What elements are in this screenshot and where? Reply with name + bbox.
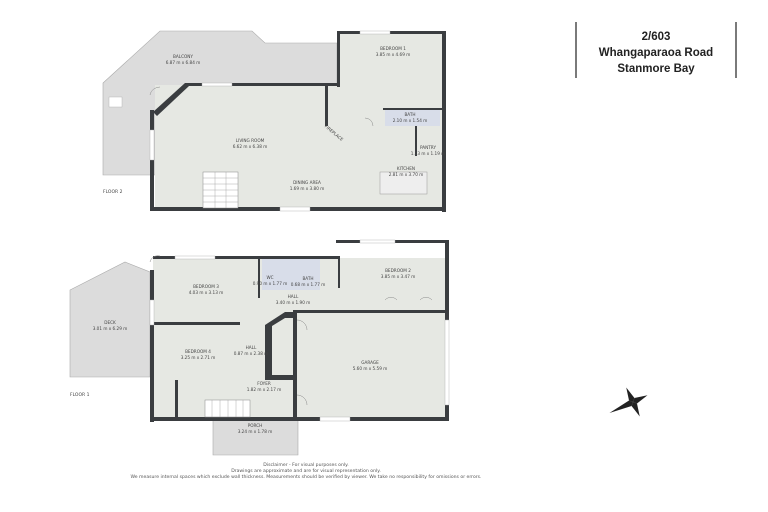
- address-unit: 2/603: [642, 31, 671, 43]
- room-label: HALL: [246, 345, 257, 350]
- balcony-furniture: [108, 96, 123, 108]
- address-title-box: 2/603 Whangaparaoa Road Stanmore Bay: [575, 22, 737, 78]
- room-label: BALCONY: [173, 54, 193, 59]
- room-label: BEDROOM 4: [185, 349, 211, 354]
- room-label: HALL: [288, 294, 299, 299]
- room-label: DINING AREA: [293, 180, 321, 185]
- bath-floor: [385, 110, 440, 126]
- floor-2-label: FLOOR 2: [103, 189, 123, 195]
- room-label: PORCH: [248, 423, 263, 428]
- disclaimer-line: Disclaimer - For visual purposes only.: [263, 462, 348, 468]
- room-dimensions: 3.01 m x 6.29 m: [93, 326, 128, 331]
- room-dimensions: 0.87 m x 2.38 m: [234, 351, 269, 356]
- stairs: [202, 171, 239, 209]
- room-label: BEDROOM 1: [380, 46, 406, 51]
- room-dimensions: 6.87 m x 6.84 m: [166, 60, 201, 65]
- disclaimer-line: Drawings are approximate and are for vis…: [231, 468, 381, 474]
- room-dimensions: 5.60 m x 5.59 m: [353, 366, 388, 371]
- disclaimer-line: We measure internal spaces which exclude…: [130, 474, 481, 480]
- floor-2-plan: BALCONY 6.87 m x 6.84 m BEDROOM 1 3.85 m…: [102, 30, 446, 212]
- room-dimensions: 2.10 m x 1.54 m: [393, 118, 428, 123]
- room-label: DECK: [104, 320, 116, 325]
- room-dimensions: 0.68 m x 1.77 m: [291, 282, 326, 287]
- room-dimensions: 4.03 m x 3.13 m: [189, 290, 224, 295]
- address-street: Whangaparaoa Road: [599, 47, 713, 59]
- room-dimensions: 3.40 m x 1.90 m: [276, 300, 311, 305]
- compass-rose-icon: [609, 387, 648, 417]
- room-label: GARAGE: [361, 360, 379, 365]
- stairs: [204, 399, 251, 418]
- room-dimensions: 1.13 m x 1.19 m: [411, 151, 446, 156]
- room-dimensions: 3.85 m x 3.47 m: [381, 274, 416, 279]
- room-label: FOYER: [257, 381, 271, 386]
- floor-1-plan: BEDROOM 3 4.03 m x 3.13 m WC 0.90 m x 1.…: [69, 239, 450, 456]
- room-label: PANTRY: [420, 145, 436, 150]
- address-suburb: Stanmore Bay: [617, 63, 695, 75]
- room-dimensions: 3.85 m x 4.69 m: [376, 52, 411, 57]
- room-label: BEDROOM 2: [385, 268, 411, 273]
- room-label: BATH: [404, 112, 415, 117]
- disclaimer: Disclaimer - For visual purposes only. D…: [130, 462, 481, 480]
- room-label: BATH: [302, 276, 313, 281]
- room-dimensions: 3.25 m x 2.71 m: [181, 355, 216, 360]
- room-dimensions: 0.90 m x 1.77 m: [253, 281, 288, 286]
- room-dimensions: 2.81 m x 3.70 m: [389, 172, 424, 177]
- wc-bath-floor: [262, 258, 320, 290]
- kitchen-island: [379, 171, 428, 195]
- room-label: LIVING ROOM: [236, 138, 265, 143]
- room-dimensions: 1.82 m x 2.17 m: [247, 387, 282, 392]
- room-label: WC: [266, 275, 273, 280]
- room-label: KITCHEN: [397, 166, 415, 171]
- floor-1-label: FLOOR 1: [70, 392, 90, 398]
- room-dimensions: 1.69 m x 3.80 m: [290, 186, 325, 191]
- room-label: BEDROOM 3: [193, 284, 219, 289]
- room-dimensions: 6.62 m x 6.38 m: [233, 144, 268, 149]
- room-dimensions: 3.24 m x 1.78 m: [238, 429, 273, 434]
